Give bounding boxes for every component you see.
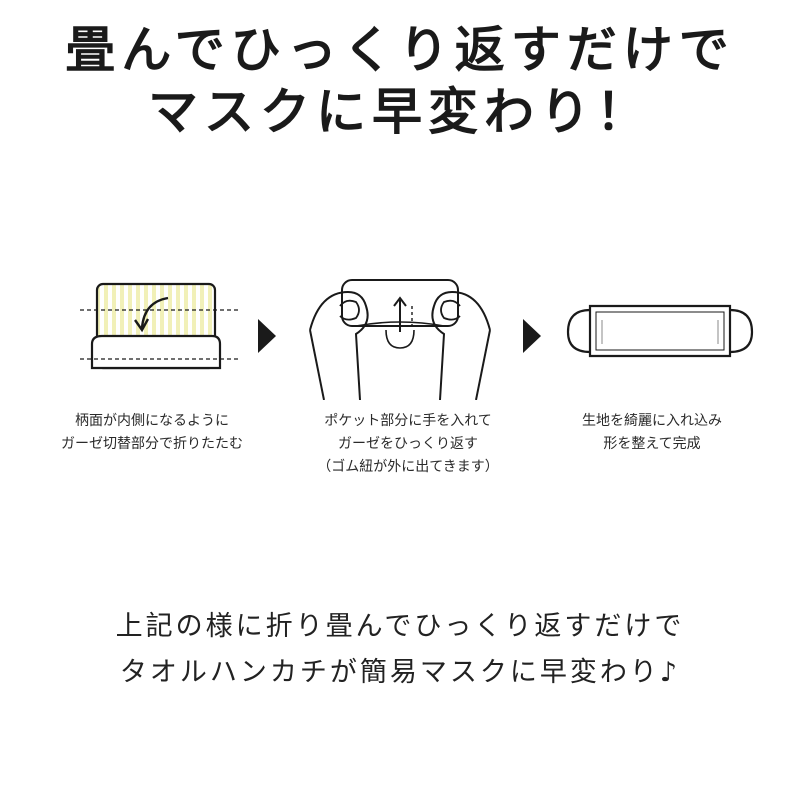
headline-line-2: マスクに早変わり！ [148, 83, 652, 141]
step-1-caption-line: 柄面が内側になるように [75, 413, 229, 429]
step-2-caption: ポケット部分に手を入れて ガーゼをひっくり返す （ゴム紐が外に出てきます） [288, 410, 528, 479]
headline-line-1: 畳んでひっくり返すだけで [65, 21, 735, 79]
step-2-caption-line: （ゴム紐が外に出てきます） [317, 459, 499, 475]
summary-line-2: タオルハンカチが簡易マスクに早変わり♪ [119, 657, 681, 688]
summary-line-1: 上記の様に折り畳んでひっくり返すだけで [115, 611, 685, 642]
step-2-caption-line: ガーゼをひっくり返す [338, 436, 478, 452]
step-arrow-icon [258, 319, 276, 353]
folded-towel-illustration [80, 282, 240, 370]
step-1-caption: 柄面が内側になるように ガーゼ切替部分で折りたたむ [32, 410, 272, 456]
finished-mask-illustration [566, 304, 754, 358]
step-1-caption-line: ガーゼ切替部分で折りたたむ [61, 436, 243, 452]
fold-arrow-icon [140, 296, 169, 329]
step-3-caption: 生地を綺麗に入れ込み 形を整えて完成 [532, 410, 772, 456]
step-3-caption-line: 生地を綺麗に入れ込み [582, 413, 722, 429]
step-3-caption-line: 形を整えて完成 [603, 436, 701, 452]
step-2-caption-line: ポケット部分に手を入れて [324, 413, 492, 429]
hands-flipping-illustration [309, 279, 491, 400]
step-arrow-icon [523, 319, 541, 353]
